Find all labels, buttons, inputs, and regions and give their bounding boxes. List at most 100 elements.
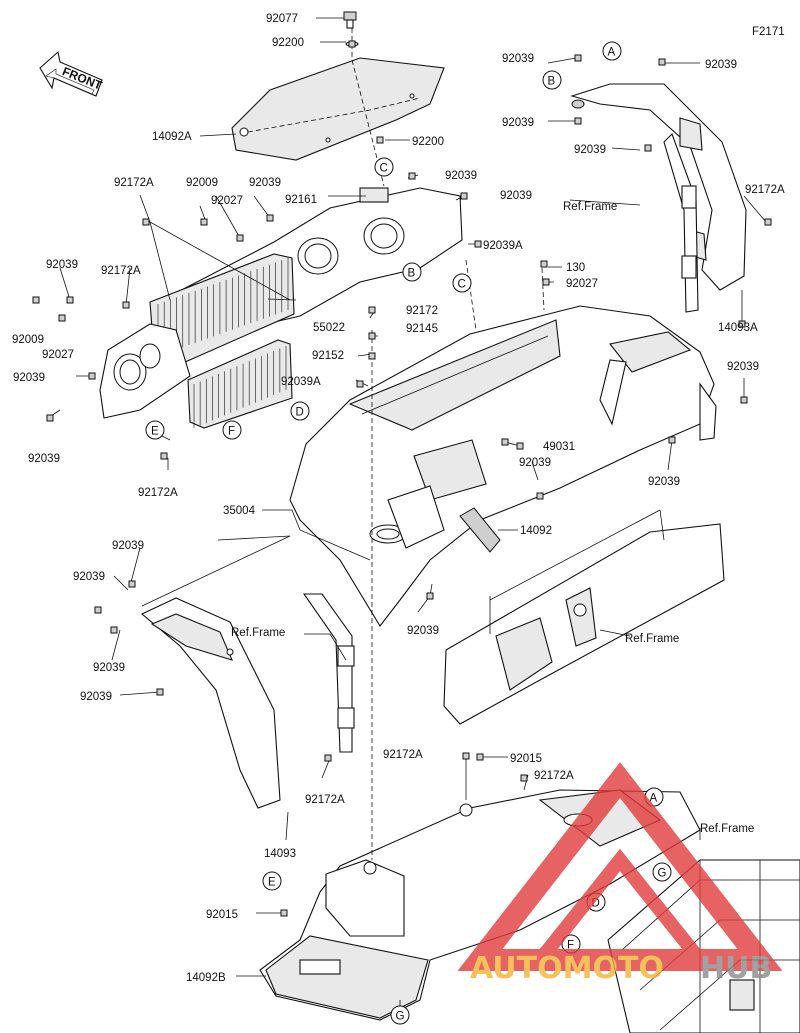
fastener-icon [368, 306, 376, 314]
part-label: 92200 [272, 37, 304, 49]
callout-label: A [608, 47, 616, 59]
part-label: 92039 [112, 540, 144, 552]
fastener-icon [266, 214, 274, 222]
callout-label: A [650, 793, 658, 805]
callout-label: G [658, 868, 667, 880]
part-label: 14092 [520, 525, 552, 537]
part-label: 92039 [28, 453, 60, 465]
fastener-icon [426, 592, 434, 600]
part-label: 92172 [406, 305, 438, 317]
fastener-icon [88, 372, 96, 380]
part-label: 14093A [718, 322, 758, 334]
part-label: 92039 [648, 476, 680, 488]
part-label: 14093 [264, 848, 296, 860]
callout-label: G [396, 1011, 405, 1023]
fastener-icon [94, 606, 102, 614]
part-label: 92172A [114, 177, 154, 189]
ref-frame-left-pillar [302, 593, 355, 753]
fastener-icon [32, 296, 40, 304]
part-label: 92039 [80, 691, 112, 703]
part-label: 92039 [502, 53, 534, 65]
cover-panel-14092A [231, 57, 445, 161]
diagram-code: F2171 [752, 26, 785, 38]
part-label: 92039 [519, 457, 551, 469]
part-label: 92039 [73, 571, 105, 583]
fastener-icon [516, 442, 524, 450]
fastener-icon [574, 117, 582, 125]
fastener-icons [32, 40, 772, 917]
callout-G-bottom-right: G [652, 862, 672, 882]
fastener-icon [376, 136, 384, 144]
lamp-housing-left [99, 323, 191, 419]
callout-label: D [296, 407, 304, 419]
callout-E-mid: E [145, 420, 165, 440]
watermark-text: AUTOMOTO [470, 951, 664, 986]
ref-frame-label: Ref.Frame [563, 201, 617, 213]
fastener-icon [156, 688, 164, 696]
fastener-icon [236, 234, 244, 242]
fastener-icon [408, 172, 416, 180]
fastener-icon [58, 314, 66, 322]
part-label: 55022 [313, 322, 345, 334]
part-label: 92009 [186, 177, 218, 189]
callout-C-top: C [374, 157, 394, 177]
ref-frame-label: Ref.Frame [700, 823, 754, 835]
part-label: 92200 [412, 136, 444, 148]
fastener-icon [368, 352, 376, 360]
part-label: 92027 [566, 278, 598, 290]
part-label: 92015 [206, 909, 238, 921]
fender-14093A [570, 83, 747, 291]
fastener-icon [658, 58, 666, 66]
fastener-icon [368, 332, 376, 340]
insert-14092 [459, 507, 501, 553]
fastener-icon [280, 909, 288, 917]
callout-label: D [592, 898, 600, 910]
callout-label: E [151, 426, 159, 438]
main-body-35004 [289, 305, 717, 627]
part-label: 92039 [574, 144, 606, 156]
part-label: 92077 [266, 13, 298, 25]
fastener-icon [46, 414, 54, 422]
fastener-icon [540, 260, 548, 268]
part-label: 92039 [46, 259, 78, 271]
callout-E-bottom: E [262, 871, 282, 891]
fastener-icon [536, 492, 544, 500]
callout-label: C [380, 163, 388, 175]
callout-D-mid: D [290, 401, 310, 421]
callout-B-mid: B [402, 262, 422, 282]
part-label: 92039 [705, 59, 737, 71]
callout-G-bottom: G [390, 1005, 410, 1025]
lower-grill [187, 339, 293, 429]
fastener-icon [110, 626, 118, 634]
callout-A-top: A [602, 41, 622, 61]
fastener-icon [142, 218, 150, 226]
callout-label: F [567, 940, 574, 952]
fastener-icon [200, 218, 208, 226]
fastener-icon [356, 380, 364, 388]
fastener-icon [764, 218, 772, 226]
fastener-icon [574, 54, 582, 62]
part-label: 92172A [534, 770, 574, 782]
part-label: 92027 [211, 195, 243, 207]
fastener-icon [474, 240, 482, 248]
fastener-icon [740, 396, 748, 404]
part-label: 92172A [383, 749, 423, 761]
fastener-icon [501, 438, 509, 446]
fastener-icon [324, 754, 332, 762]
part-label: 92161 [285, 194, 317, 206]
part-label: 92039 [502, 117, 534, 129]
part-label: 92039A [281, 376, 321, 388]
fastener-icon [160, 452, 168, 460]
part-label: 92152 [312, 350, 344, 362]
ref-frame-label: Ref.Frame [231, 627, 285, 639]
watermark-text: HUB [700, 951, 772, 986]
fastener-icon [462, 752, 470, 760]
fastener-icon [476, 753, 484, 761]
part-label: 92172A [745, 184, 785, 196]
part-label: 14092A [152, 131, 192, 143]
part-label: 130 [566, 262, 585, 274]
fastener-icon [542, 278, 550, 286]
part-label: 92027 [42, 349, 74, 361]
callout-label: C [458, 279, 466, 291]
part-label: 92039A [483, 240, 523, 252]
